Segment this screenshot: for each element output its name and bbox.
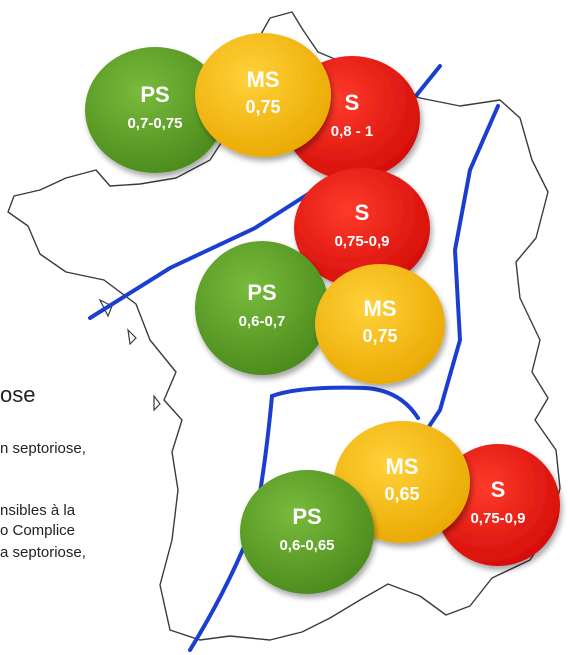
bubble-disc [85, 47, 225, 173]
bubble-range: 0,6-0,7 [239, 313, 286, 330]
bubble-south-ps: PS 0,6-0,65 [240, 470, 374, 594]
bubble-disc [195, 33, 331, 157]
bubble-range: 0,75-0,9 [334, 233, 389, 250]
bubble-code: PS [247, 280, 276, 305]
bubble-code: PS [292, 504, 321, 529]
bubble-code: S [355, 200, 370, 225]
legend-line-4: a septoriose, [0, 544, 86, 561]
boundary-east [418, 104, 500, 442]
coast-detail [98, 298, 161, 412]
bubble-north-ms: MS 0,75 [195, 33, 331, 157]
bubble-range: 0,65 [384, 484, 419, 504]
zone-north: PS 0,7-0,75 S 0,8 - 1 MS 0,75 [85, 33, 420, 180]
bubble-range: 0,6-0,65 [279, 537, 334, 554]
legend-line-3: o Complice [0, 522, 76, 539]
legend-title: ose [0, 382, 36, 407]
bubble-code: PS [140, 82, 169, 107]
legend-line-2: nsibles à la [0, 502, 76, 519]
bubble-code: S [345, 90, 360, 115]
bubble-code: MS [247, 67, 280, 92]
bubble-disc [195, 241, 329, 375]
bubble-disc [315, 264, 445, 384]
bubble-code: MS [386, 454, 419, 479]
bubble-code: MS [364, 296, 397, 321]
bubble-code: S [491, 477, 506, 502]
bubble-disc [294, 168, 430, 288]
legend-line-1: n septoriose, [0, 440, 86, 457]
bubble-disc [240, 470, 374, 594]
zone-center: S 0,75-0,9PS 0,6-0,7 MS 0,75 [195, 168, 445, 384]
bubble-north-ps: PS 0,7-0,75 [85, 47, 225, 173]
bubble-range: 0,75 [245, 97, 280, 117]
bubble-range: 0,8 - 1 [331, 123, 374, 140]
bubble-center-s: S 0,75-0,9 [294, 168, 430, 288]
boundary-south [188, 385, 420, 652]
bubble-center-ps: PS 0,6-0,7 [195, 241, 329, 375]
france-outline [7, 11, 561, 641]
bubble-range: 0,75-0,9 [470, 510, 525, 527]
bubble-center-ms: MS 0,75 [315, 264, 445, 384]
bubble-range: 0,7-0,75 [127, 115, 182, 132]
bubble-range: 0,75 [362, 326, 397, 346]
